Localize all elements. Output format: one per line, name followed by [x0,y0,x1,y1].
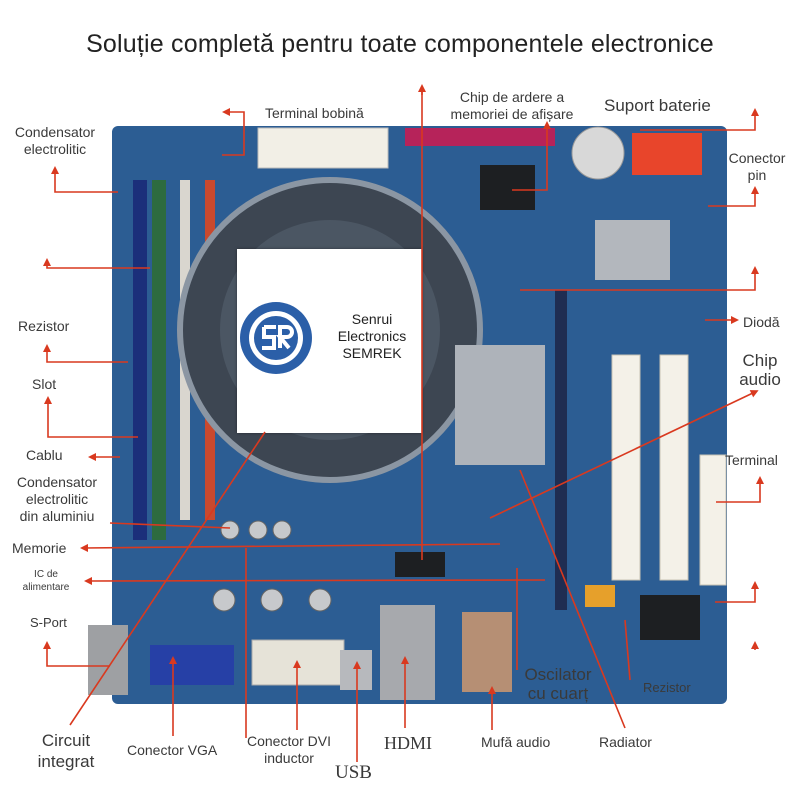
leader-line [222,108,245,156]
sata-ports [632,133,702,175]
ppe-chip [395,552,445,577]
label-usb: USB [335,762,372,783]
label-rezistor-bottom: Rezistor [643,680,691,695]
pci-slot [611,354,641,581]
logo-line: SEMREK [342,345,402,361]
ram-slot [133,180,147,540]
floppy-connector [699,454,727,586]
leader-line [84,576,546,585]
leader-line [512,121,551,191]
logo-line: Electronics [337,328,407,344]
audio-jack [462,612,512,692]
leader-line [80,543,501,552]
leader-line [69,431,266,726]
logo-line: Senrui [351,311,393,327]
label-chip-ardere: Chip de ardere a memoriei de afișare [450,89,574,122]
leader-line [716,476,764,503]
label-conector-pin: Conector pin [728,150,786,183]
leader-line [43,344,128,363]
hdmi-lan-port [380,605,435,700]
ps2-port [88,625,128,695]
atx-connector [257,127,389,169]
usb-port [340,650,372,690]
page-title: Soluție completă pentru toate componente… [86,30,714,58]
leader-line [519,469,626,729]
leader-line [44,396,138,438]
leader-line [640,108,759,131]
label-hdmi: HDMI [384,733,432,753]
leader-line [51,166,118,193]
label-condensator-electrolitic: Condensator electrolitic [14,124,96,157]
leader-line [489,390,759,519]
heatsink-north [595,220,670,280]
label-ic-alimentare: IC de alimentare [22,569,70,593]
vga-port [150,645,234,685]
label-terminal: Terminal [725,452,778,468]
capacitor-row [212,520,332,612]
label-conector-dvi: Conector DVI inductor [246,733,332,766]
leader-line [708,186,759,207]
label-s-port: S-Port [30,615,67,630]
pci-slot [659,354,689,581]
label-conector-vga: Conector VGA [127,742,218,758]
label-slot: Slot [32,376,57,392]
leader-line [109,522,231,529]
label-memorie: Memorie [12,540,67,556]
logo-card: Senrui Electronics SEMREK [237,249,422,433]
leader-line [520,266,759,291]
bios-chip [480,165,535,210]
ram-slot [152,180,166,540]
audio-header [585,585,615,607]
label-oscilator: Oscilator cu cuarț [524,665,592,703]
label-condensator-aluminiu: Condensator electrolitic din aluminiu [16,474,98,524]
label-cablu: Cablu [26,447,63,463]
ide-connector [405,128,555,146]
battery [571,126,625,180]
leader-line [624,619,631,681]
label-circuit-integrat: Circuit integrat [37,731,95,771]
heatsink-south [455,345,545,465]
pcie-slot [555,290,567,610]
leader-line [43,258,150,269]
label-terminal-bobina: Terminal bobină [265,105,364,121]
label-radiator: Radiator [599,734,652,750]
logo-mark-icon [240,302,312,374]
leader-line [715,581,759,603]
label-suport-baterie: Suport baterie [604,96,711,115]
label-rezistor: Rezistor [18,318,70,334]
logo-text: Senrui Electronics SEMREK [325,311,419,362]
leader-line [43,641,110,667]
io-chip [640,595,700,640]
label-dioda: Diodă [743,314,780,330]
label-mufa-audio: Mufă audio [481,734,551,750]
label-chip-audio: Chip audio [739,351,781,389]
